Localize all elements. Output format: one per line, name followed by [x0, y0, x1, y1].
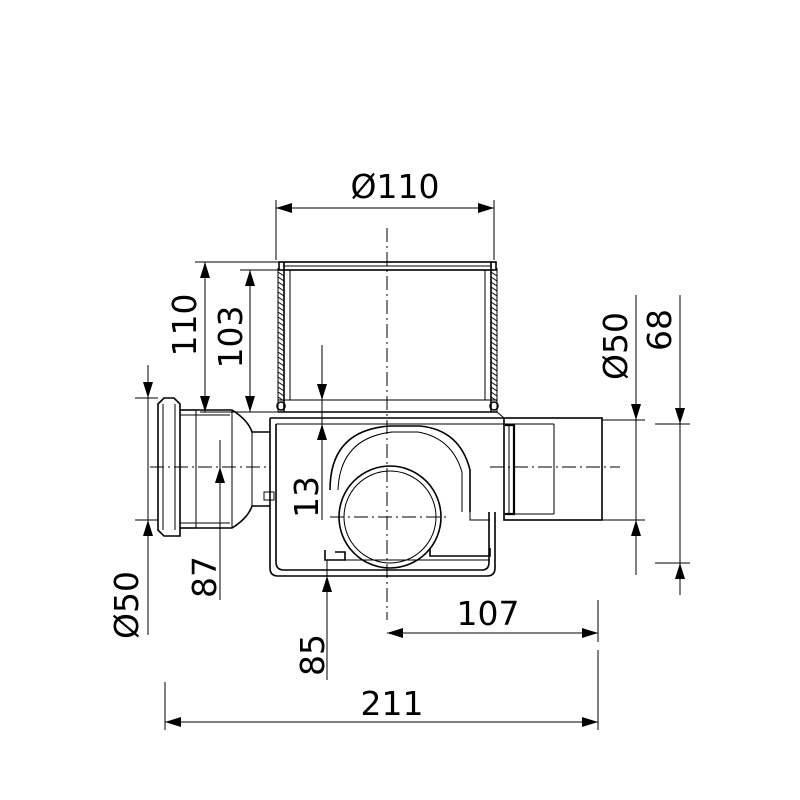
thread-mark: [490, 316, 498, 322]
thread-mark: [277, 291, 285, 297]
arrowheads: [143, 203, 685, 727]
thread-mark: [490, 291, 498, 297]
dimension-lines: [135, 200, 690, 730]
thread-mark: [277, 321, 285, 327]
thread-mark: [277, 301, 285, 307]
thread-mark: [277, 356, 285, 362]
dimension-labels: Ø110 110 103 13 Ø50 87 85 Ø50 68 107 211: [107, 167, 679, 723]
label-inlet-height: 87: [185, 556, 224, 598]
thread-mark: [277, 271, 285, 277]
label-offset-small: 13: [287, 476, 326, 518]
seal-ring-left: [276, 401, 286, 411]
thread-mark: [490, 386, 498, 392]
thread-mark: [490, 356, 498, 362]
thread-mark: [277, 381, 285, 387]
thread-mark: [277, 346, 285, 352]
thread-mark: [490, 381, 498, 387]
thread-mark: [277, 316, 285, 322]
label-top-diameter: Ø110: [351, 167, 440, 206]
thread-mark: [277, 276, 285, 282]
thread-mark: [490, 376, 498, 382]
thread-mark: [277, 326, 285, 332]
thread-mark: [490, 286, 498, 292]
thread-mark: [490, 306, 498, 312]
thread-mark: [277, 296, 285, 302]
thread-mark: [490, 341, 498, 347]
thread-mark: [490, 371, 498, 377]
thread-mark: [490, 346, 498, 352]
thread-mark: [277, 306, 285, 312]
thread-mark: [490, 331, 498, 337]
thread-mark: [277, 376, 285, 382]
left-inlet: [157, 397, 275, 537]
label-overall-width: 211: [361, 684, 424, 723]
label-center-offset: 107: [457, 594, 520, 633]
thread-mark: [277, 391, 285, 397]
seal-ring-right: [489, 401, 499, 411]
thread-mark: [490, 301, 498, 307]
label-height-total: 110: [165, 294, 204, 357]
thread-mark: [277, 336, 285, 342]
thread-mark: [277, 341, 285, 347]
thread-mark: [490, 281, 498, 287]
label-outlet-height: 68: [640, 309, 679, 351]
thread-right: [490, 271, 498, 402]
thread-mark: [490, 276, 498, 282]
thread-mark: [277, 361, 285, 367]
thread-mark: [490, 336, 498, 342]
thread-mark: [490, 351, 498, 357]
thread-mark: [490, 391, 498, 397]
right-outlet: [503, 417, 603, 521]
thread-mark: [490, 326, 498, 332]
thread-mark: [490, 361, 498, 367]
thread-mark: [277, 286, 285, 292]
thread-mark: [277, 331, 285, 337]
thread-mark: [277, 371, 285, 377]
thread-mark: [277, 366, 285, 372]
label-bottom-height: 85: [293, 634, 332, 676]
thread-mark: [490, 366, 498, 372]
label-height-body: 103: [211, 306, 250, 369]
thread-mark: [490, 296, 498, 302]
thread-mark: [277, 386, 285, 392]
thread-mark: [277, 351, 285, 357]
center-lines: [150, 228, 620, 620]
thread-left: [277, 271, 285, 402]
thread-mark: [490, 321, 498, 327]
thread-mark: [490, 311, 498, 317]
thread-mark: [490, 271, 498, 277]
label-inlet-diameter: Ø50: [107, 571, 146, 639]
trap-body: [269, 411, 505, 577]
thread-mark: [277, 311, 285, 317]
thread-mark: [277, 281, 285, 287]
label-outlet-diameter: Ø50: [596, 312, 635, 380]
